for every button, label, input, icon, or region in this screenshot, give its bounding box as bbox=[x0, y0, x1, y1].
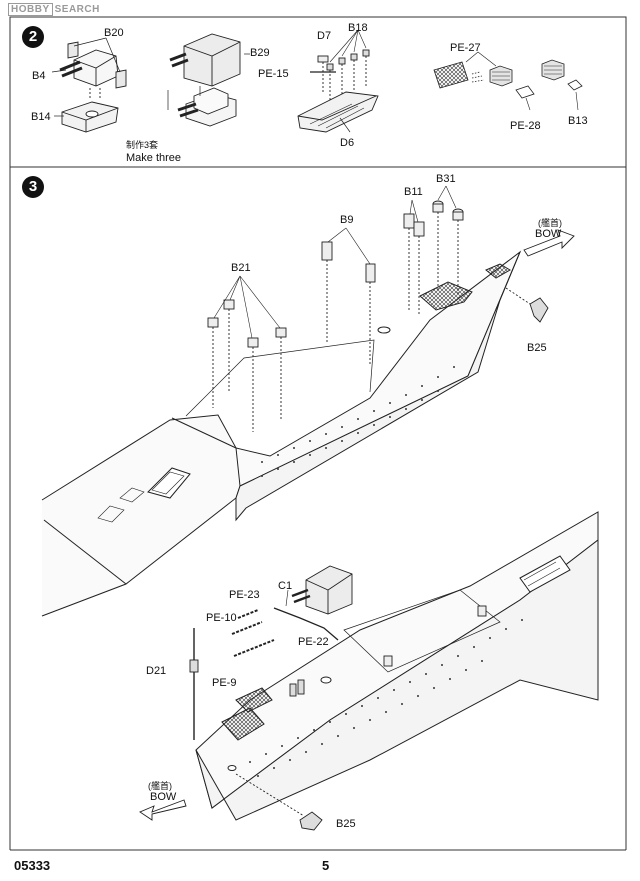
step2-number: 2 bbox=[22, 26, 44, 48]
note-make-three-cn: 制作3套 bbox=[126, 140, 159, 150]
portholes-top bbox=[261, 366, 455, 477]
label-b31: B31 bbox=[436, 173, 456, 185]
watermark-word: SEARCH bbox=[54, 4, 100, 15]
label-d7: D7 bbox=[317, 30, 332, 42]
label-b14: B14 bbox=[31, 111, 51, 123]
label-pe28: PE-28 bbox=[510, 120, 541, 132]
label-pe9: PE-9 bbox=[212, 677, 237, 689]
label-pe22: PE-22 bbox=[298, 636, 329, 648]
deck-platform-d6 bbox=[297, 29, 379, 133]
hull-fore-section bbox=[41, 250, 522, 617]
label-b29: B29 bbox=[250, 47, 270, 59]
watermark-brand: HOBBY bbox=[8, 3, 53, 16]
label-pe23: PE-23 bbox=[229, 589, 260, 601]
kit-number: 05333 bbox=[14, 858, 51, 873]
label-b21: B21 bbox=[231, 262, 251, 274]
label-b25-top: B25 bbox=[527, 342, 547, 354]
label-bow-bottom: BOW bbox=[150, 791, 177, 803]
pe27-grilles bbox=[433, 51, 583, 111]
label-b9: B9 bbox=[340, 214, 354, 226]
label-bow-top: BOW bbox=[535, 228, 562, 240]
label-d21: D21 bbox=[146, 665, 167, 677]
note-make-three-en: Make three bbox=[126, 152, 182, 164]
label-pe27: PE-27 bbox=[450, 42, 481, 54]
bow-top-cn: (艦首) bbox=[538, 218, 562, 228]
label-b11: B11 bbox=[404, 186, 423, 198]
step3-top-parts bbox=[207, 185, 575, 432]
label-b18: B18 bbox=[348, 22, 368, 34]
portholes-bottom bbox=[249, 619, 523, 777]
label-c1: C1 bbox=[278, 580, 293, 592]
page-number: 5 bbox=[322, 858, 330, 873]
label-d6: D6 bbox=[340, 137, 355, 149]
label-pe10: PE-10 bbox=[206, 612, 237, 624]
label-pe15: PE-15 bbox=[258, 68, 289, 80]
step3-bottom-parts bbox=[139, 565, 487, 831]
bow-bottom-cn: (艦首) bbox=[148, 781, 172, 791]
label-b4: B4 bbox=[32, 70, 46, 82]
hull-aft-section bbox=[195, 511, 599, 821]
label-b25-bottom: B25 bbox=[336, 818, 356, 830]
gun-turret-assembly bbox=[51, 37, 127, 133]
label-b20: B20 bbox=[104, 27, 124, 39]
step3-number: 3 bbox=[22, 176, 44, 198]
label-b13: B13 bbox=[568, 115, 588, 127]
assembled-turret bbox=[167, 33, 250, 127]
